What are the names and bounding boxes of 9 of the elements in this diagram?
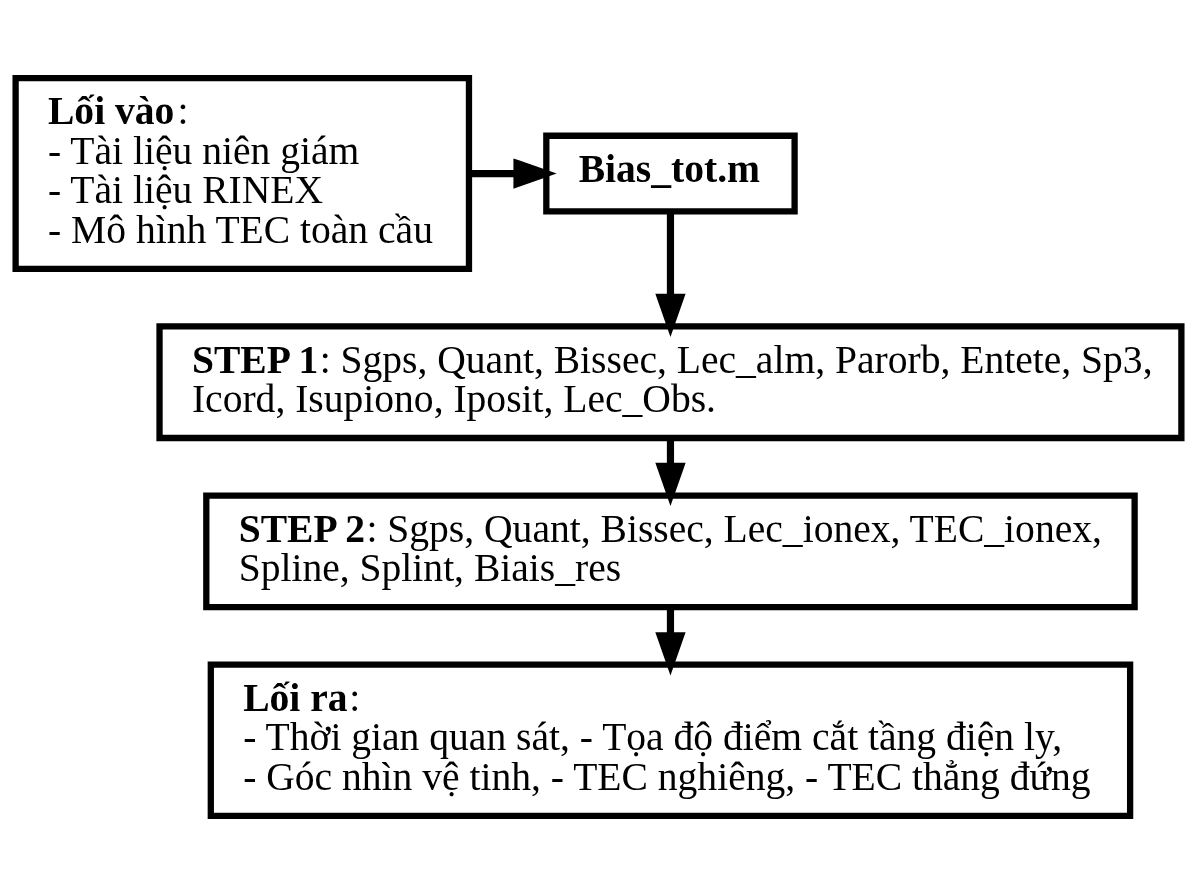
node-box: Lối vào: - Tài liệu niên giám - Tài liệu RINEX - Mô hình TEC toàn cầu [12, 74, 473, 272]
node-box: Lối ra: - Thời gian quan sát, - Tọa độ điểm cắt tầng điện ly, - Góc nhìn vệ tinh, - TEC nghiêng, - TEC thẳng đứng [207, 661, 1134, 819]
arrow [655, 437, 686, 506]
arrow [655, 211, 686, 337]
node-box: STEP 2: Sgps, Quant, Bissec, Lec_ionex, TEC_ionex, Spline, Splint, Biais_res [203, 491, 1138, 610]
arrow [469, 157, 557, 189]
node-box: STEP 1: Sgps, Quant, Bissec, Lec_alm, Parorb, Entete, Sp3, Icord, Isupiono, Iposit, Lec_Obs. [156, 322, 1185, 441]
arrow [655, 606, 686, 676]
node-box: Bias_tot.m [543, 132, 798, 214]
